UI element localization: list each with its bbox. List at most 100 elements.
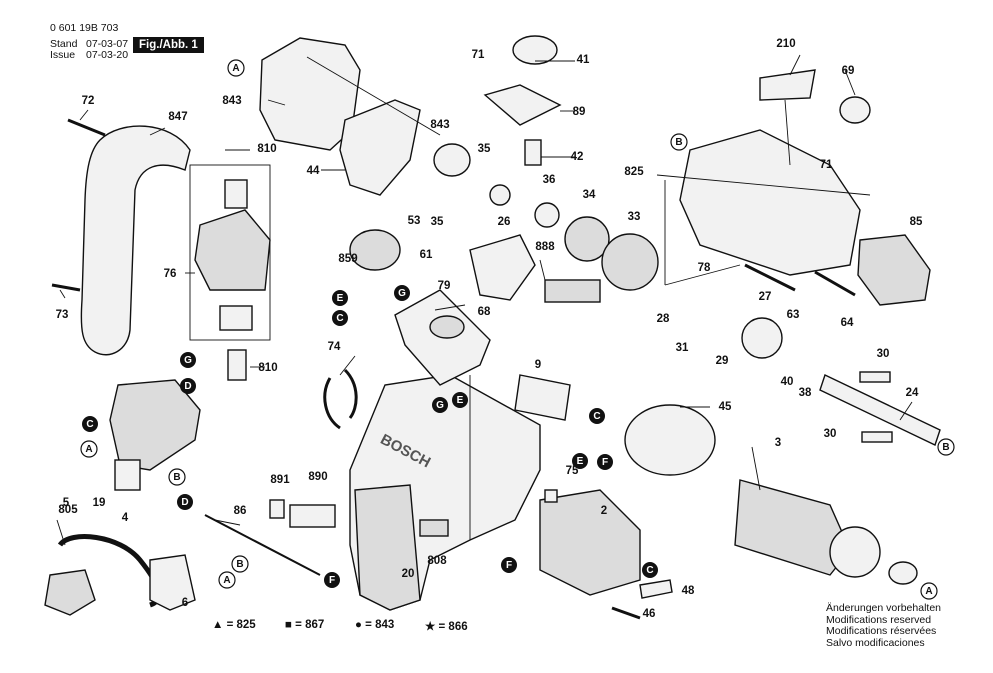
part-42 [524, 139, 542, 166]
part-number-label: 4 [122, 512, 129, 524]
label-plate-210 [759, 69, 816, 101]
part-number-label: 76 [164, 268, 177, 280]
knob-41 [512, 35, 558, 65]
stand-label: Stand [50, 38, 78, 50]
note-fr: Modifications réservées [826, 625, 937, 638]
gear-859 [349, 229, 401, 271]
legend-symbol: ★ [425, 621, 436, 633]
part-number-label: 45 [719, 401, 732, 413]
brush-holder-76 [189, 164, 271, 341]
screw-64 [814, 270, 856, 297]
screw-72 [67, 118, 106, 137]
part-number-label: 810 [258, 362, 277, 374]
callout-b: B [231, 555, 249, 573]
part-number-label: 35 [431, 216, 444, 228]
bearing-29 [741, 317, 783, 359]
grip-20 [354, 484, 421, 611]
plate-9 [514, 374, 571, 421]
gear-34 [564, 216, 610, 262]
callout-d: D [177, 494, 193, 510]
part-number-label: 891 [270, 474, 290, 486]
issue-label: Issue [50, 49, 76, 61]
legend-value: 843 [375, 619, 395, 631]
svg-text:A: A [925, 586, 932, 597]
doc-number: 0 601 19B 703 [50, 22, 119, 34]
svg-text:C: C [593, 411, 600, 422]
callout-g: G [394, 285, 410, 301]
screw-891 [269, 499, 285, 519]
part-number-label: 79 [438, 280, 451, 292]
brush-810b [227, 349, 247, 381]
part-number-label: 34 [583, 189, 596, 201]
svg-text:E: E [337, 293, 344, 304]
part-number-label: 69 [842, 65, 855, 77]
part-number-label: 847 [168, 111, 187, 123]
bearing-14 [888, 561, 918, 585]
part-number-label: 888 [535, 241, 555, 253]
part-number-label: 6 [182, 597, 188, 609]
screw-63 [744, 263, 796, 292]
part-number-label: 19 [93, 497, 106, 509]
svg-text:F: F [329, 575, 335, 586]
svg-text:C: C [646, 565, 653, 576]
part-number-label: 36 [543, 174, 556, 186]
part-number-label: 859 [338, 253, 357, 265]
part-number-label: 30 [877, 348, 890, 360]
gear-26 [489, 184, 511, 206]
svg-text:E: E [577, 456, 584, 467]
callout-e: E [332, 290, 348, 306]
field-2 [539, 489, 641, 596]
figure-label: Fig./Abb. 1 [133, 37, 204, 53]
chuck-85 [857, 234, 931, 306]
part-number-label: 28 [657, 313, 670, 325]
svg-text:C: C [336, 313, 343, 324]
fan-3 [829, 526, 881, 578]
part-number-label: 210 [776, 38, 795, 50]
part-number-label: 805 [58, 504, 78, 516]
legend-symbol: ● [355, 619, 362, 631]
callout-a: A [80, 440, 98, 458]
part-number-label: 71 [472, 49, 485, 61]
part-number-label: 74 [328, 341, 341, 353]
svg-text:B: B [942, 442, 949, 453]
part-number-label: 808 [427, 555, 447, 567]
bearing-plate-45 [624, 404, 716, 476]
svg-text:C: C [86, 419, 93, 430]
svg-text:A: A [85, 444, 92, 455]
legend-item-3: ● = 843 [355, 619, 395, 631]
part-75 [544, 489, 558, 503]
callout-f: F [597, 454, 613, 470]
gear-shift-888 [469, 234, 536, 301]
part-30a [859, 371, 891, 383]
part-number-label: 890 [308, 471, 327, 483]
part-number-label: 5 [63, 497, 70, 509]
part-number-label: 27 [759, 291, 772, 303]
svg-text:F: F [506, 560, 512, 571]
legend-value: 866 [448, 621, 468, 633]
issue-date: 07-03-20 [86, 49, 129, 61]
svg-text:F: F [602, 457, 608, 468]
part-number-label: 35 [478, 143, 491, 155]
callout-a: A [227, 59, 245, 77]
part-30b [861, 431, 893, 443]
note-en: Modifications reserved [826, 613, 932, 626]
part-number-label: 9 [535, 359, 541, 371]
part-number-label: 31 [676, 342, 689, 354]
callout-f: F [501, 557, 517, 573]
legend-value: 867 [305, 619, 325, 631]
modification-notes: Änderungen vorbehalten Modifications res… [826, 602, 941, 649]
ring-89 [483, 84, 562, 126]
part-number-label: 30 [824, 428, 837, 440]
part-number-label: 48 [682, 585, 695, 597]
svg-text:D: D [184, 381, 191, 392]
sleeve-6 [149, 554, 196, 611]
part-number-label: 71 [820, 159, 833, 171]
part-number-label: 44 [307, 165, 320, 177]
gear-33 [601, 233, 659, 291]
part-number-label: 61 [420, 249, 433, 261]
legend-item-4: ★ = 866 [425, 621, 468, 633]
part-number-label: 2 [601, 505, 607, 517]
callout-c: C [332, 310, 348, 326]
